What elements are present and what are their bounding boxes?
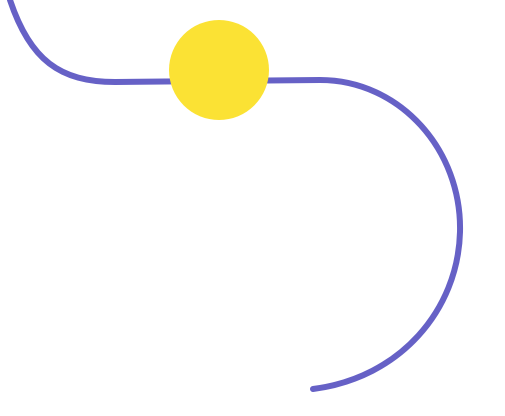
- yellow-ball: [169, 20, 269, 120]
- curved-track-path: [7, 0, 464, 392]
